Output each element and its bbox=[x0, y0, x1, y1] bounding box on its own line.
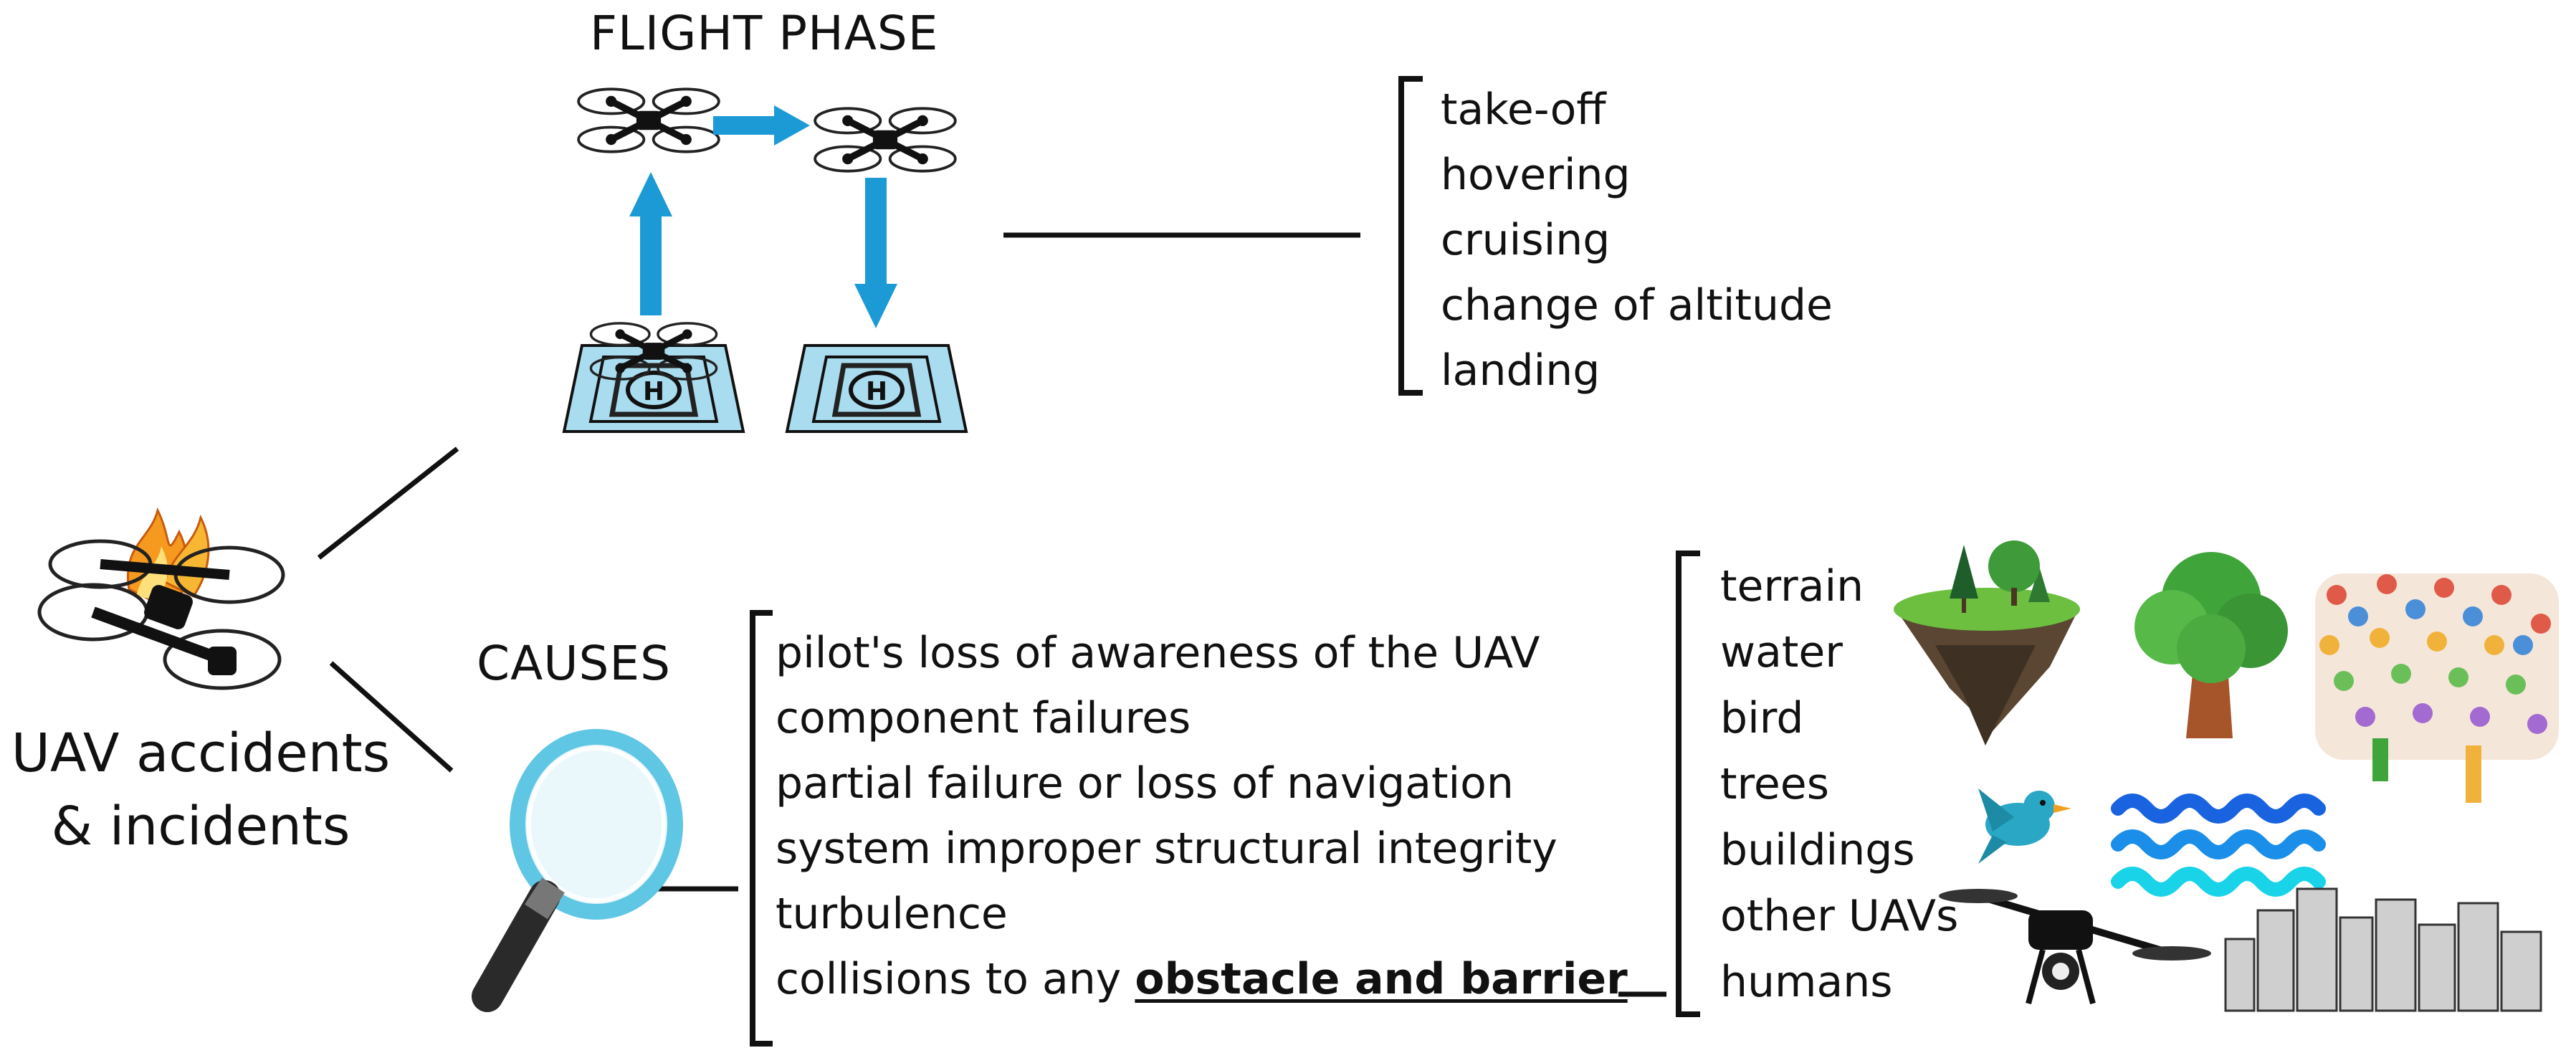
main-label-line1: UAV accidents bbox=[11, 723, 391, 784]
list-item: humans bbox=[1720, 957, 1893, 1007]
connector-lines bbox=[317, 232, 1666, 997]
magnifier-icon bbox=[472, 729, 683, 1012]
water-waves-icon bbox=[2111, 794, 2326, 897]
flight-phase-title: FLIGHT PHASE bbox=[590, 6, 939, 61]
list-item: collisions to any obstacle and barrier bbox=[776, 947, 1628, 1012]
arrow-down-icon bbox=[854, 178, 897, 328]
causes-title: CAUSES bbox=[477, 636, 672, 691]
crowd-icon bbox=[2315, 573, 2559, 803]
list-item: cruising bbox=[1441, 215, 1611, 265]
list-item: landing bbox=[1441, 345, 1601, 396]
bird-icon bbox=[1978, 788, 2071, 864]
burning-drone-icon bbox=[37, 507, 285, 690]
list-item: system improper structural integrity bbox=[776, 824, 1557, 874]
helipad-icon bbox=[787, 345, 966, 432]
other-uav-icon bbox=[1939, 889, 2211, 1005]
list-item: turbulence bbox=[776, 889, 1008, 939]
list-item: water bbox=[1720, 627, 1843, 677]
main-label-line2: & incidents bbox=[51, 796, 350, 858]
obstacle-emphasis: obstacle and barrier bbox=[1135, 954, 1628, 1004]
flight-phase-list: take-off hovering cruising change of alt… bbox=[1441, 77, 1833, 404]
floating-island-icon bbox=[1894, 540, 2080, 745]
list-item: buildings bbox=[1720, 825, 1915, 875]
list-item: partial failure or loss of navigation bbox=[776, 758, 1514, 809]
list-item: change of altitude bbox=[1441, 280, 1833, 330]
arrow-up-icon bbox=[629, 172, 672, 315]
buildings-icon bbox=[2224, 887, 2542, 1012]
list-item: pilot's loss of awareness of the UAV bbox=[776, 628, 1540, 678]
list-item: other UAVs bbox=[1720, 891, 1959, 941]
brackets bbox=[750, 76, 1700, 1047]
list-item: take-off bbox=[1441, 85, 1606, 135]
obstacles-list: terrain water bird trees buildings other… bbox=[1720, 553, 1958, 1015]
drone-icon bbox=[578, 89, 719, 151]
list-item: bird bbox=[1720, 693, 1804, 743]
flight-phase-graphic bbox=[564, 89, 966, 432]
drone-icon bbox=[815, 108, 955, 171]
collision-prefix: collisions to any bbox=[776, 954, 1135, 1004]
tree-icon bbox=[2134, 552, 2288, 738]
arrow-right-icon bbox=[713, 105, 810, 146]
list-item: component failures bbox=[776, 693, 1191, 743]
causes-list: pilot's loss of awareness of the UAV com… bbox=[776, 621, 1628, 1012]
list-item: hovering bbox=[1441, 150, 1631, 200]
list-item: terrain bbox=[1720, 561, 1864, 611]
list-item: trees bbox=[1720, 759, 1829, 809]
main-label: UAV accidents & incidents bbox=[7, 717, 394, 863]
